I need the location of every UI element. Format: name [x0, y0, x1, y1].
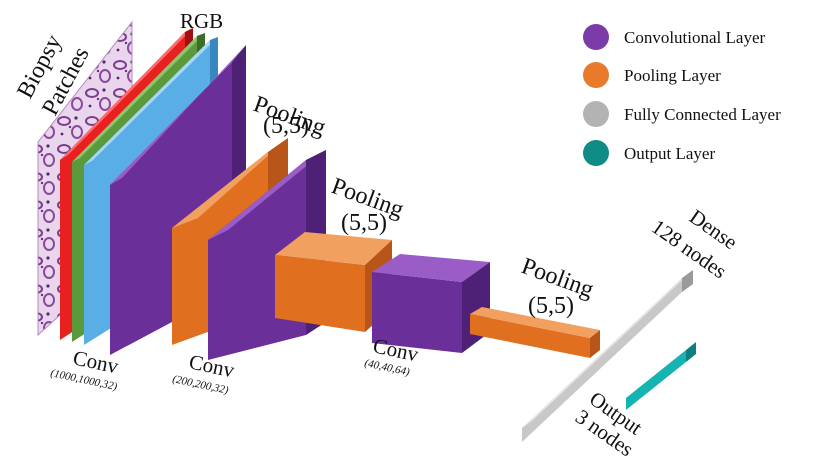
- pooling1-size-label: (5,5): [263, 113, 309, 139]
- output-layer-bar: [626, 342, 696, 410]
- legend-output-swatch: [583, 140, 609, 166]
- legend-pool-label: Pooling Layer: [624, 66, 721, 85]
- legend-pool-swatch: [583, 62, 609, 88]
- dense-layer-bar: [522, 270, 693, 442]
- pool3-block: [470, 307, 600, 358]
- legend-dense-swatch: [583, 101, 609, 127]
- legend-conv-label: Convolutional Layer: [624, 28, 766, 47]
- legend: Convolutional Layer Pooling Layer Fully …: [583, 24, 781, 166]
- legend-dense-label: Fully Connected Layer: [624, 105, 781, 124]
- pooling2-size-label: (5,5): [341, 210, 387, 236]
- legend-output-label: Output Layer: [624, 144, 715, 163]
- pooling3-size-label: (5,5): [528, 293, 574, 319]
- conv3-block: [372, 254, 490, 353]
- legend-conv-swatch: [583, 24, 609, 50]
- rgb-label: RGB: [180, 9, 223, 33]
